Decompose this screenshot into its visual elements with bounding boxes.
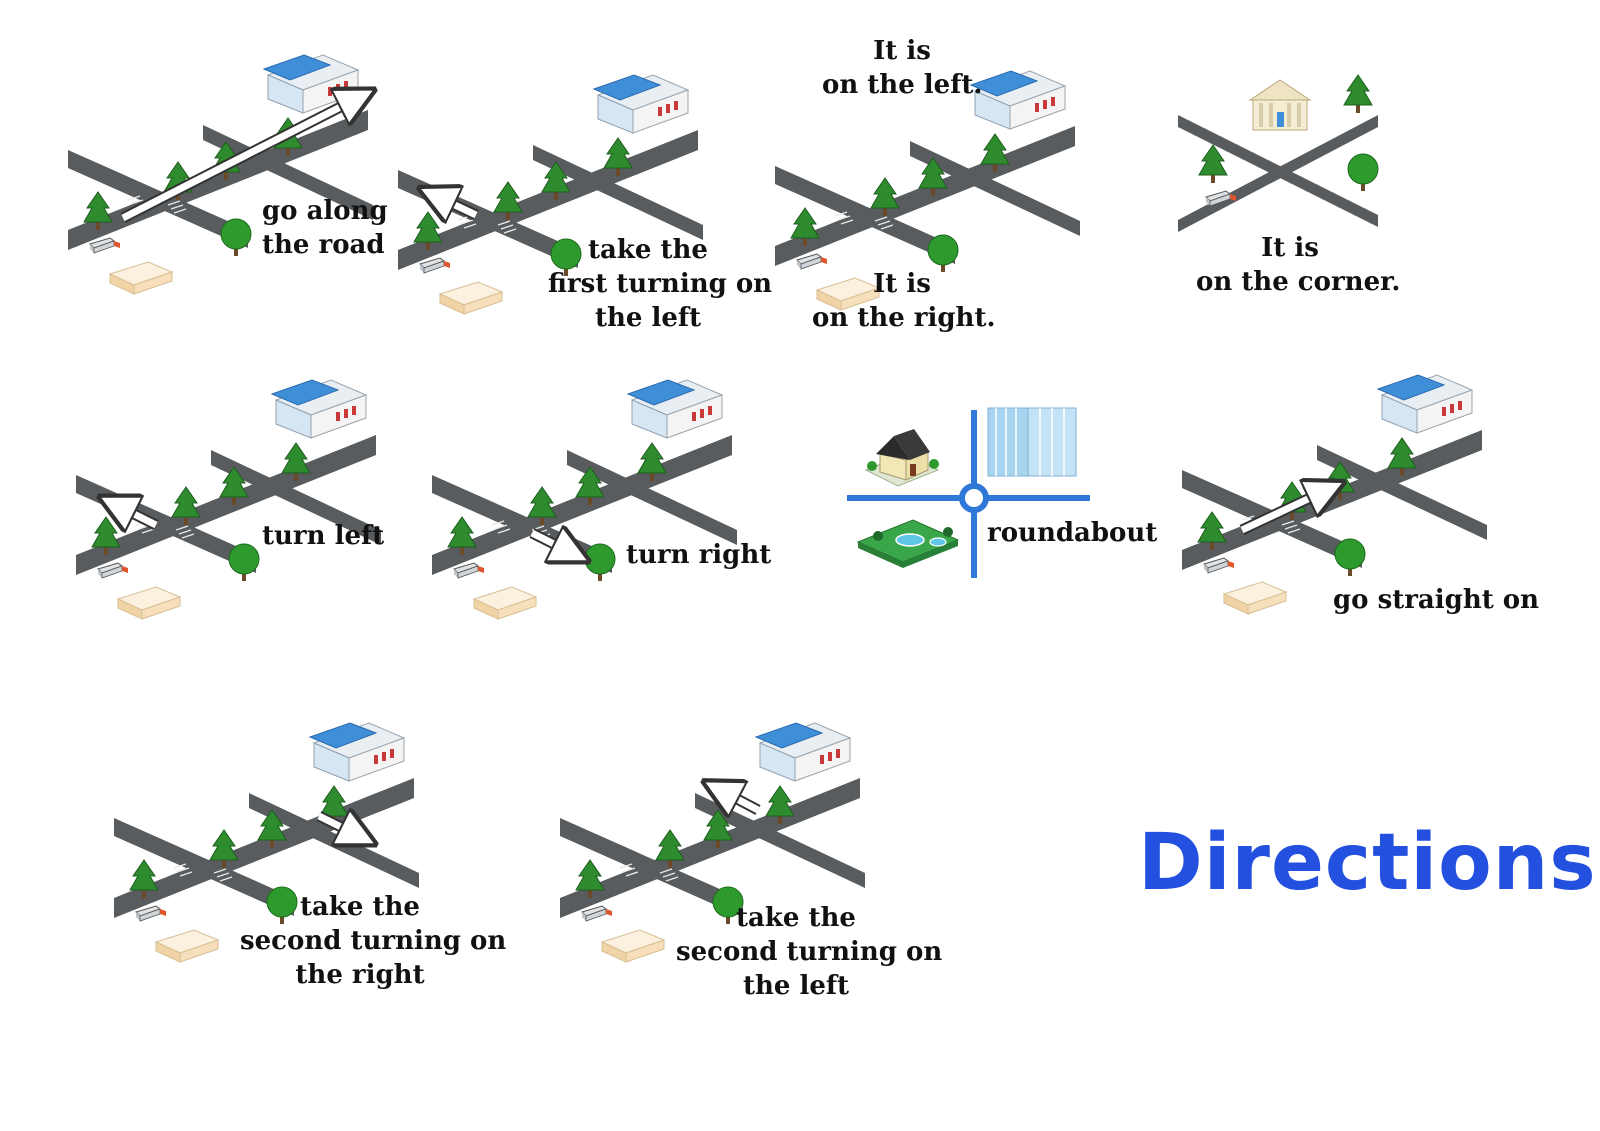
scene-first-left [398,75,703,314]
label-line: It is [1261,233,1319,263]
scene-roundabout [847,407,1090,578]
label-line: the road [262,230,385,260]
label-line: on the left. [822,70,983,100]
park-icon [856,519,960,568]
label-first-left: take the first turning on the left [548,233,773,335]
scene-straight-on [1182,375,1487,614]
label-line: the left [594,303,702,333]
label-line: It is [873,269,931,299]
label-line: on the corner. [1196,267,1401,297]
bank-icon [1248,79,1312,131]
scene-turn-right [432,380,737,619]
label-on-the-left: It is on the left. [822,34,982,102]
label-second-left: take the second turning on the left [676,901,943,1003]
label-line: first turning on [548,269,773,299]
label-go-along: go along the road [262,194,388,262]
scene-corner [1178,74,1379,232]
page-title: Directions [1138,818,1597,908]
label-turn-right: turn right [626,538,771,572]
label-straight-on: go straight on [1333,583,1539,617]
label-line: go along [262,196,388,226]
label-line: take the [736,903,856,933]
label-line: on the right. [812,303,996,333]
label-corner: It is on the corner. [1196,231,1401,299]
label-line: turn right [626,540,772,570]
label-on-the-right: It is on the right. [812,267,996,335]
label-line: turn left [262,521,385,551]
scene-second-left [560,723,865,962]
label-line: the left [742,971,850,1001]
skyscraper-icon [987,407,1077,477]
label-turn-left: turn left [262,519,384,553]
scene-go-along [68,55,373,294]
label-line: the right [295,960,425,990]
scene-turn-left [76,380,381,619]
label-line: second turning on [240,926,507,956]
label-line: go straight on [1333,585,1540,615]
label-line: take the [300,892,420,922]
label-line: roundabout [987,518,1158,548]
label-second-right: take the second turning on the right [240,890,507,992]
label-line: It is [873,36,931,66]
scene-second-right [114,723,419,962]
label-roundabout: roundabout [987,516,1157,550]
house-icon [864,429,940,487]
label-line: second turning on [676,937,943,967]
label-line: take the [588,235,708,265]
